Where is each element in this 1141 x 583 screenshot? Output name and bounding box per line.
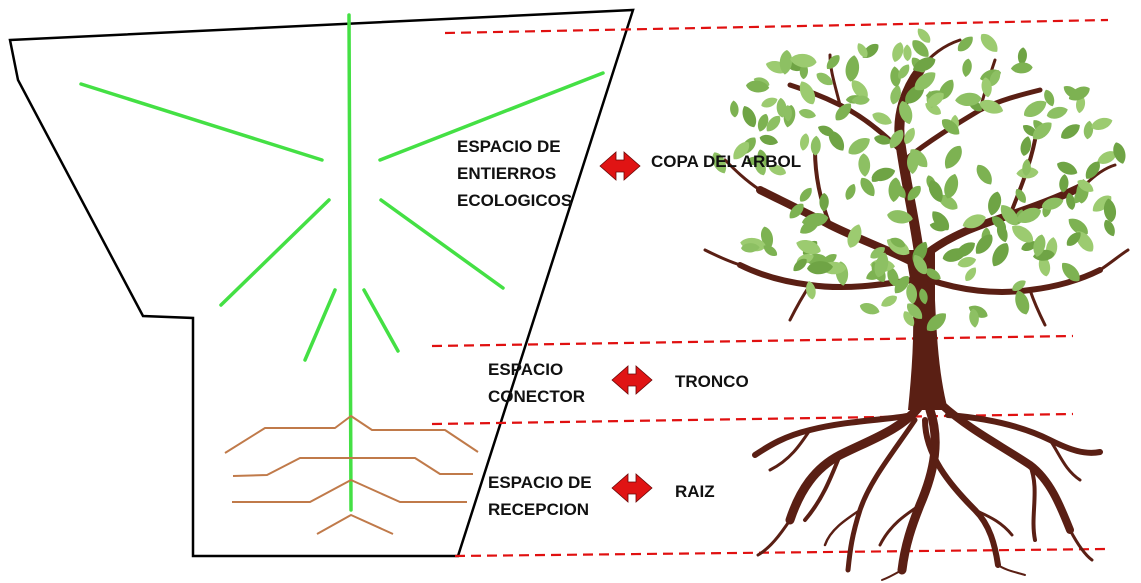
leaf [1082,120,1095,140]
leaf [845,133,874,159]
tree-trunk [905,250,948,410]
leaf [872,133,893,147]
separator-bottom [454,547,1109,558]
tree-roots [752,401,1103,581]
leaf [1010,61,1033,75]
leaf [1058,120,1083,143]
leaf [758,132,780,148]
leaf [902,44,912,62]
leaf [987,239,1013,270]
leaf [940,142,966,173]
label-burial-space-line-1: ESPACIO DE [457,137,561,156]
leaf [977,30,1002,56]
leaf [798,132,811,152]
label-trunk: TRONCO [675,372,749,391]
label-reception-space-line-2: RECEPCION [488,500,589,519]
label-burial-space-line-2: ENTIERROS [457,164,556,183]
double-arrow-icon-3 [611,473,653,503]
leaf [759,95,780,110]
label-roots: RAIZ [675,482,715,501]
double-arrow-icon [599,151,641,181]
label-canopy: COPA DEL ARBOL [651,152,801,171]
leaf [985,189,1004,218]
leaf [889,40,906,64]
double-arrow-icon [611,473,653,503]
root-lines [224,415,479,535]
leaf [960,57,974,78]
leaf [843,182,859,202]
leaf [1045,104,1070,122]
label-reception-space-line-1: ESPACIO DE [488,473,592,492]
label-connector-space-line-2: CONECTOR [488,387,585,406]
leaf [962,265,979,284]
leaf [843,54,861,83]
double-arrow-icon-1 [599,151,641,181]
leaf [810,135,822,156]
site-outline [8,8,635,558]
leaf [857,153,871,178]
leaf [878,292,900,310]
leaf [797,107,818,121]
leaf [887,176,903,203]
leaf [797,185,815,205]
double-arrow-icon-2 [611,365,653,395]
leaf [1054,158,1080,179]
leaf [738,103,760,130]
leaf [823,52,843,72]
double-arrow-icon [611,365,653,395]
leaf [954,33,977,55]
label-connector-space-line-1: ESPACIO [488,360,563,379]
label-burial-space-line-3: ECOLOGICOS [457,191,572,210]
leaf [729,100,740,118]
leaf [972,161,996,188]
separator-canopy-trunk [431,334,1074,348]
leaf [1089,115,1115,133]
green-branch-lines [79,13,605,512]
separator-top [444,18,1109,35]
leaf [858,300,882,317]
tree-illustration [703,25,1130,581]
